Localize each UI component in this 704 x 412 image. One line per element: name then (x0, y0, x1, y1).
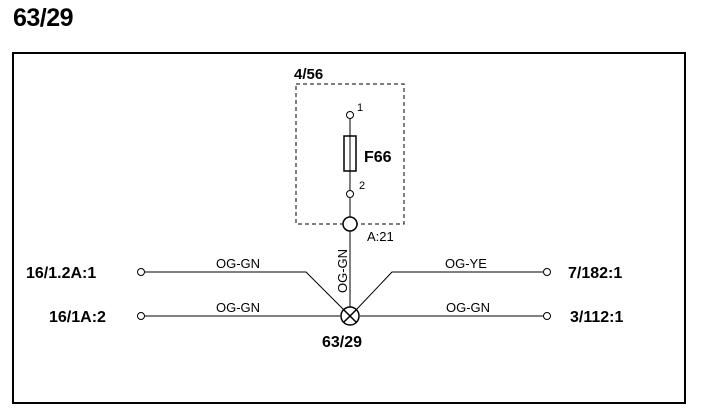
splice-label: 63/29 (322, 334, 362, 351)
wire-left-top (145, 271, 345, 311)
page-title: 63/29 (13, 4, 74, 32)
wire-left-top-label: OG-GN (216, 256, 260, 271)
terminal-left-bottom-label: 16/1A:2 (49, 309, 106, 326)
wire-right-top-label: OG-YE (445, 256, 487, 271)
terminal-left-top-label: 16/1.2A:1 (26, 265, 96, 282)
component-box-label: 4/56 (294, 66, 323, 83)
terminal-right-bottom (543, 312, 551, 320)
terminal-right-top-label: 7/182:1 (568, 265, 622, 282)
wire-right-top (355, 271, 543, 311)
connector-a21 (342, 216, 358, 232)
terminal-left-bottom (137, 312, 145, 320)
fuse-pin-1 (346, 111, 354, 119)
terminal-left-top (137, 268, 145, 276)
fuse-label: F66 (364, 149, 392, 166)
terminal-right-bottom-label: 3/112:1 (570, 309, 623, 326)
splice-point (340, 306, 360, 326)
terminal-right-top (543, 268, 551, 276)
vertical-wire-label: OG-GN (335, 249, 350, 293)
diagram-frame (12, 52, 686, 404)
fuse-pin-2-label: 2 (359, 180, 365, 192)
connector-label: A:21 (367, 229, 394, 244)
wire-right-bottom-label: OG-GN (446, 300, 490, 315)
fuse-pin-2 (346, 190, 354, 198)
fuse-pin-1-label: 1 (357, 102, 363, 114)
wire-left-bottom-label: OG-GN (216, 300, 260, 315)
